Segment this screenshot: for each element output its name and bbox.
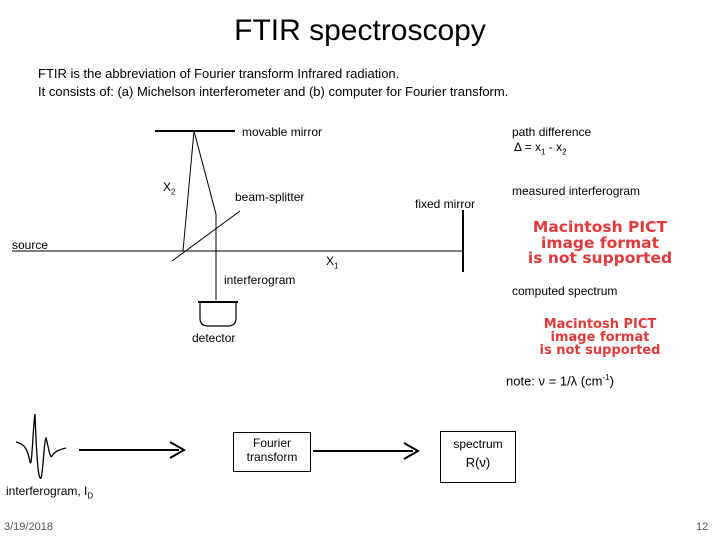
beam-up-left <box>182 130 195 252</box>
computed-spectrum-label: computed spectrum <box>512 284 618 298</box>
spectrum-box: spectrum R(ν) <box>440 431 516 483</box>
note-text: note: ν = 1/λ (cm-1) <box>506 373 614 389</box>
pict-placeholder-1: Macintosh PICT image format is not suppo… <box>527 218 673 267</box>
arrow-head-1 <box>169 441 187 459</box>
slide-page-number: 12 <box>696 521 709 533</box>
detector-label: detector <box>192 331 236 345</box>
delta-formula: Δ = x1 - x2 <box>514 140 567 157</box>
source-label: source <box>12 238 49 252</box>
arrow-head-2 <box>403 442 421 460</box>
slide-title: FTIR spectroscopy <box>234 14 486 47</box>
beam-up-right <box>193 130 217 215</box>
movable-mirror-label: movable mirror <box>242 125 323 139</box>
intro-line-1: FTIR is the abbreviation of Fourier tran… <box>38 66 400 81</box>
interferogram-flow-label: interferogram, ID <box>6 484 94 501</box>
x2-label: X2 <box>163 180 176 197</box>
pict-placeholder-2: Macintosh PICT image format is not suppo… <box>539 317 661 358</box>
fixed-mirror-label: fixed mirror <box>415 197 476 211</box>
interferogram-waveform <box>15 413 67 479</box>
slide-date: 3/19/2018 <box>4 521 53 533</box>
measured-interferogram-label: measured interferogram <box>512 184 641 198</box>
detector-shape <box>199 303 237 327</box>
fourier-transform-box: Fourier transform <box>233 432 311 472</box>
beam-splitter-label: beam-splitter <box>235 190 305 204</box>
x1-label: X1 <box>326 254 339 271</box>
interferogram-label: interferogram <box>224 273 296 287</box>
beam-splitter-line <box>171 210 241 262</box>
intro-line-2: It consists of: (a) Michelson interferom… <box>38 84 509 99</box>
path-difference-label: path difference <box>512 125 592 139</box>
